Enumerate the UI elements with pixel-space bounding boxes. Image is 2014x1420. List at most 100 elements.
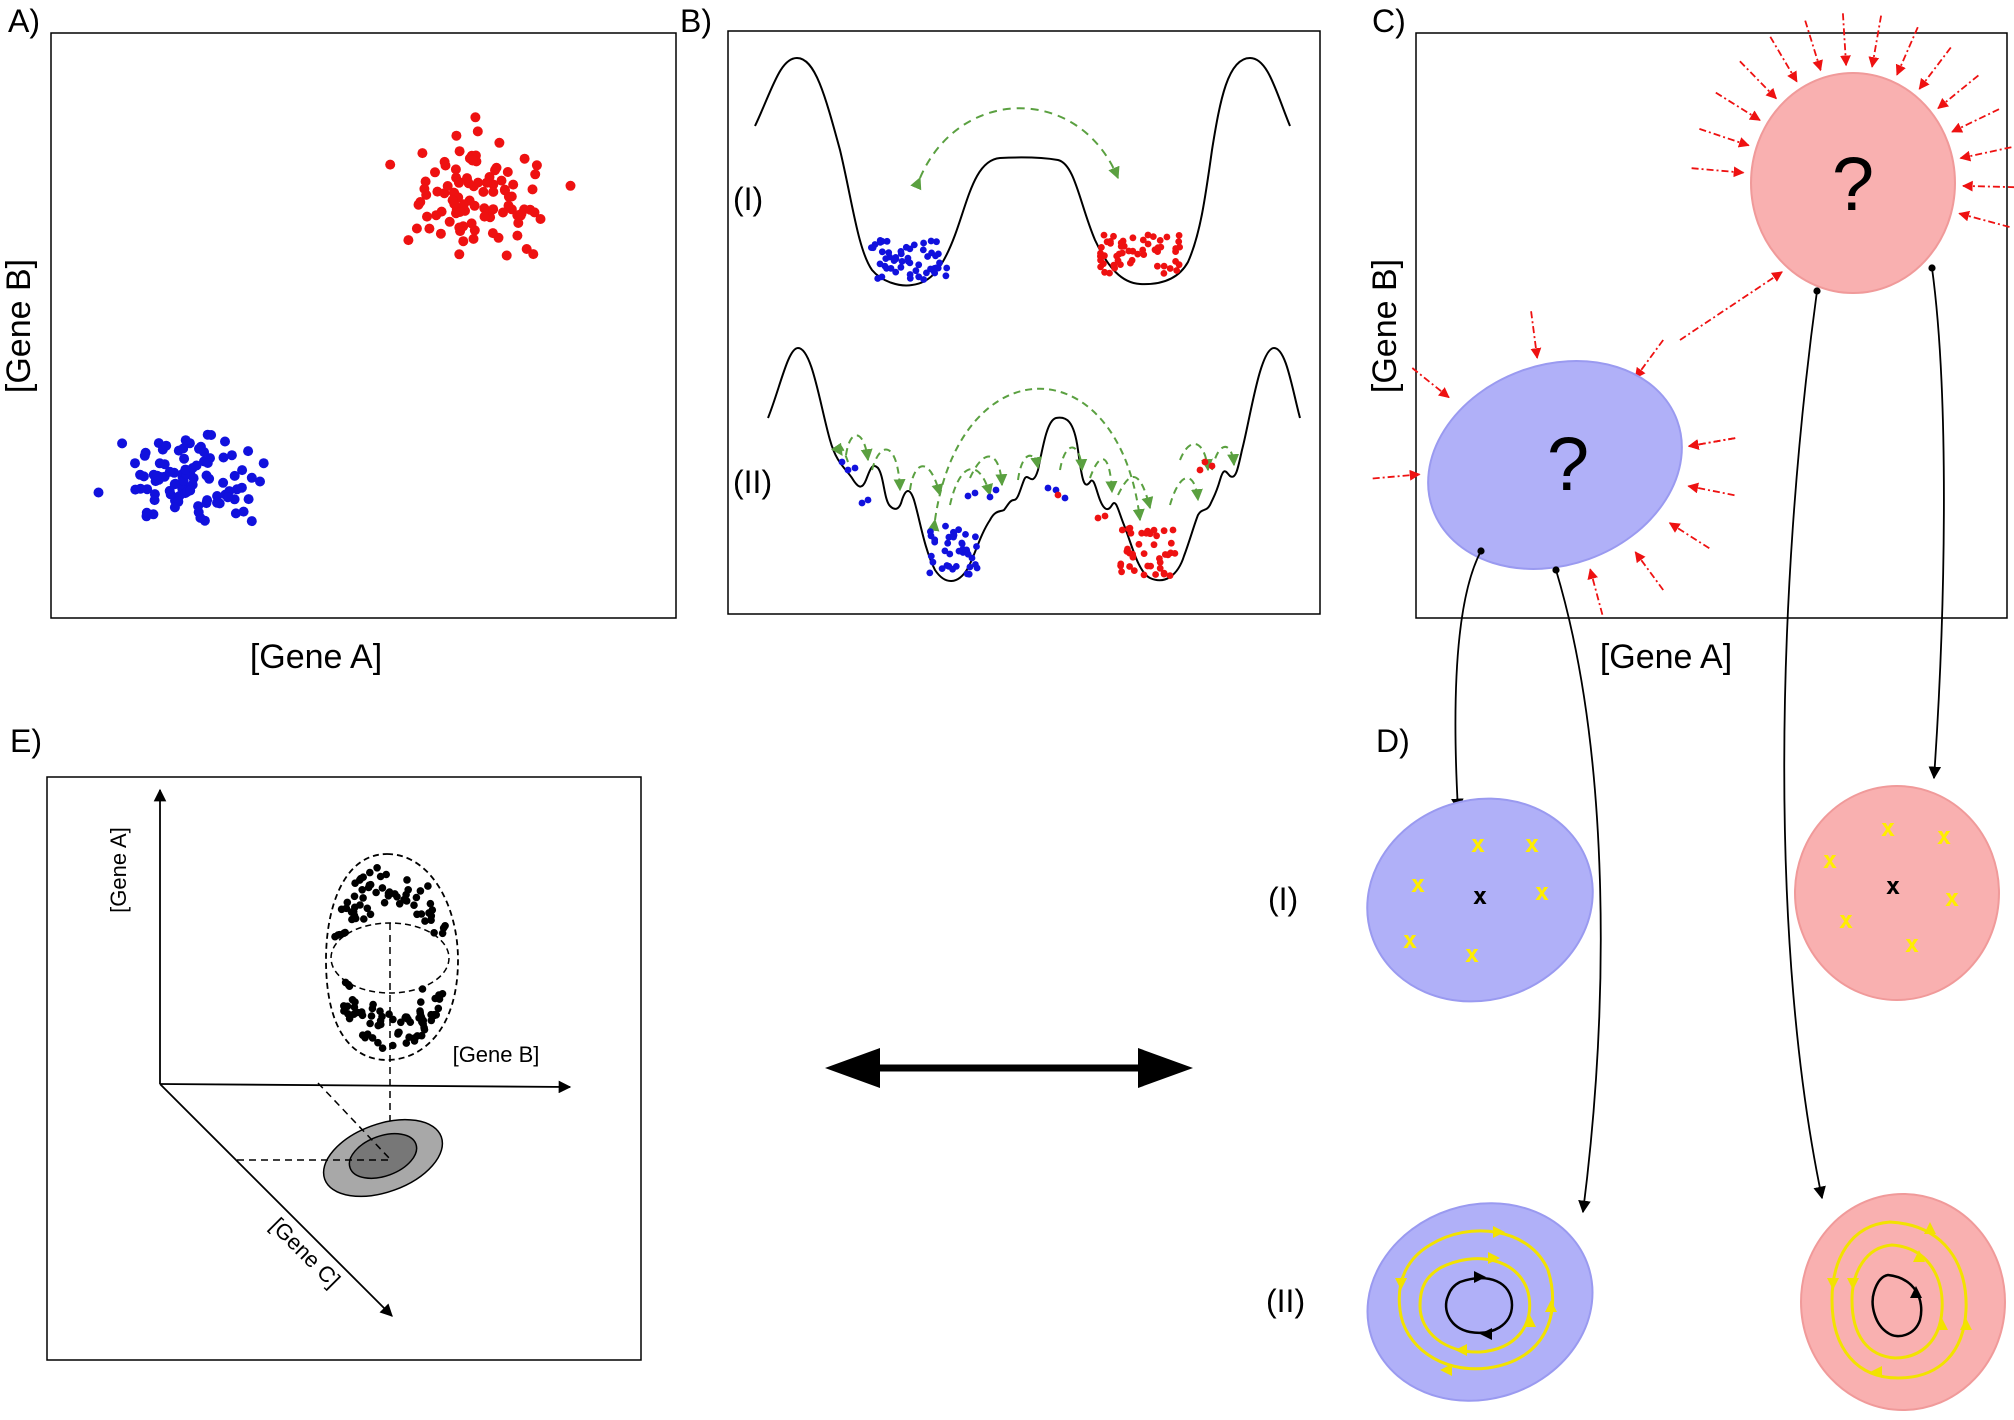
perturbation-arrow xyxy=(1961,180,2014,192)
blue-cell xyxy=(892,268,900,276)
red-cell xyxy=(1171,550,1179,557)
red-point xyxy=(444,216,455,227)
red-cell xyxy=(1150,526,1158,534)
blue-point xyxy=(179,453,190,464)
blue-limit-cycle-orbits xyxy=(1397,1229,1555,1371)
red-cell xyxy=(1196,466,1204,474)
cell-point xyxy=(359,873,368,881)
red-cell xyxy=(1144,562,1152,570)
red-point xyxy=(499,184,510,195)
blue-point xyxy=(185,485,196,496)
red-cell xyxy=(1160,570,1168,578)
blue-cell xyxy=(910,241,918,249)
red-point xyxy=(496,175,507,186)
red-point xyxy=(516,208,527,219)
red-cell xyxy=(1126,524,1134,532)
cell-point xyxy=(374,1038,382,1047)
red-cell xyxy=(1118,249,1126,257)
blue-cell xyxy=(966,563,974,571)
attractor-marker: x xyxy=(1945,884,1959,912)
blue-cell xyxy=(926,569,934,577)
red-point xyxy=(435,228,446,239)
cell-point xyxy=(439,924,448,932)
red-point xyxy=(454,146,465,157)
red-cell xyxy=(1153,532,1160,540)
panel-d-label: D) xyxy=(1376,723,1410,759)
blue-cell xyxy=(838,458,846,466)
red-point xyxy=(467,155,478,166)
red-cell xyxy=(1110,232,1117,240)
panel-b: B) (I) (II) xyxy=(680,3,1321,615)
red-point xyxy=(519,153,530,164)
cell-point xyxy=(416,1007,424,1015)
cell-point xyxy=(372,888,380,897)
red-cell xyxy=(1175,238,1183,246)
cell-point xyxy=(373,864,381,872)
red-point xyxy=(508,179,519,190)
cell-point xyxy=(385,1010,393,1018)
red-limit-cycle-orbits xyxy=(1830,1220,1968,1380)
blue-cell xyxy=(972,561,979,568)
blue-cell xyxy=(936,259,943,267)
red-point xyxy=(468,233,479,244)
perturbation-arrow xyxy=(1699,128,1750,148)
projection-lines xyxy=(237,1082,391,1161)
red-point xyxy=(442,181,453,191)
red-cell xyxy=(1156,559,1164,566)
red-point xyxy=(487,228,498,239)
cell-point xyxy=(350,892,359,901)
blue-point xyxy=(236,482,247,493)
red-cell xyxy=(1152,571,1159,578)
blue-cell xyxy=(864,496,872,504)
red-cell xyxy=(1167,539,1175,547)
red-cell xyxy=(1160,270,1168,277)
blue-point xyxy=(193,507,204,518)
cell-point xyxy=(384,889,393,898)
red-cell xyxy=(1173,267,1181,274)
panel-a-red-cluster xyxy=(385,112,576,261)
red-point xyxy=(478,186,489,197)
cell-point xyxy=(419,1016,428,1025)
c-to-d-connectors xyxy=(1451,264,1945,1214)
blue-point xyxy=(130,458,140,469)
cell-cloud-outline xyxy=(325,853,459,1061)
cell-point xyxy=(420,1025,429,1034)
blue-cell xyxy=(878,273,886,281)
blue-cell xyxy=(844,466,852,474)
panel-d-row2: (II) xyxy=(1266,1283,1305,1319)
projection-inner-ellipse xyxy=(348,1132,418,1180)
red-cell xyxy=(1101,268,1108,276)
red-cell xyxy=(1135,540,1143,548)
blue-point xyxy=(230,508,241,519)
panel-a-blue-cluster xyxy=(93,429,269,527)
red-point xyxy=(488,204,499,215)
perturbation-arrow xyxy=(1918,46,1952,90)
panel-e-axes xyxy=(153,788,572,1317)
cell-point xyxy=(417,998,425,1006)
perturbation-arrow xyxy=(1951,108,2000,133)
attractor-marker: x xyxy=(1411,870,1425,898)
red-point xyxy=(470,112,481,123)
red-cell xyxy=(1097,256,1104,264)
blue-question-mark: ? xyxy=(1547,422,1589,507)
blue-cell xyxy=(943,562,951,569)
red-cell xyxy=(1107,240,1114,247)
perturbation-arrow xyxy=(1895,26,1919,76)
cell-point xyxy=(350,1010,358,1018)
blue-cell xyxy=(897,248,905,255)
red-cell xyxy=(1144,231,1152,239)
attractor-marker: x xyxy=(1839,906,1853,934)
blue-cell xyxy=(950,533,957,541)
cell-point xyxy=(366,910,375,919)
blue-point xyxy=(218,452,229,463)
cell-point xyxy=(344,1010,352,1018)
cell-point xyxy=(418,985,427,993)
perturbation-arrow xyxy=(1634,339,1664,379)
blue-point xyxy=(206,430,217,440)
blue-point xyxy=(258,458,269,469)
red-point xyxy=(535,214,546,224)
perturbation-arrow xyxy=(1687,437,1736,450)
blue-point xyxy=(149,495,160,506)
blue-cell xyxy=(876,260,884,268)
blue-point xyxy=(229,470,240,481)
